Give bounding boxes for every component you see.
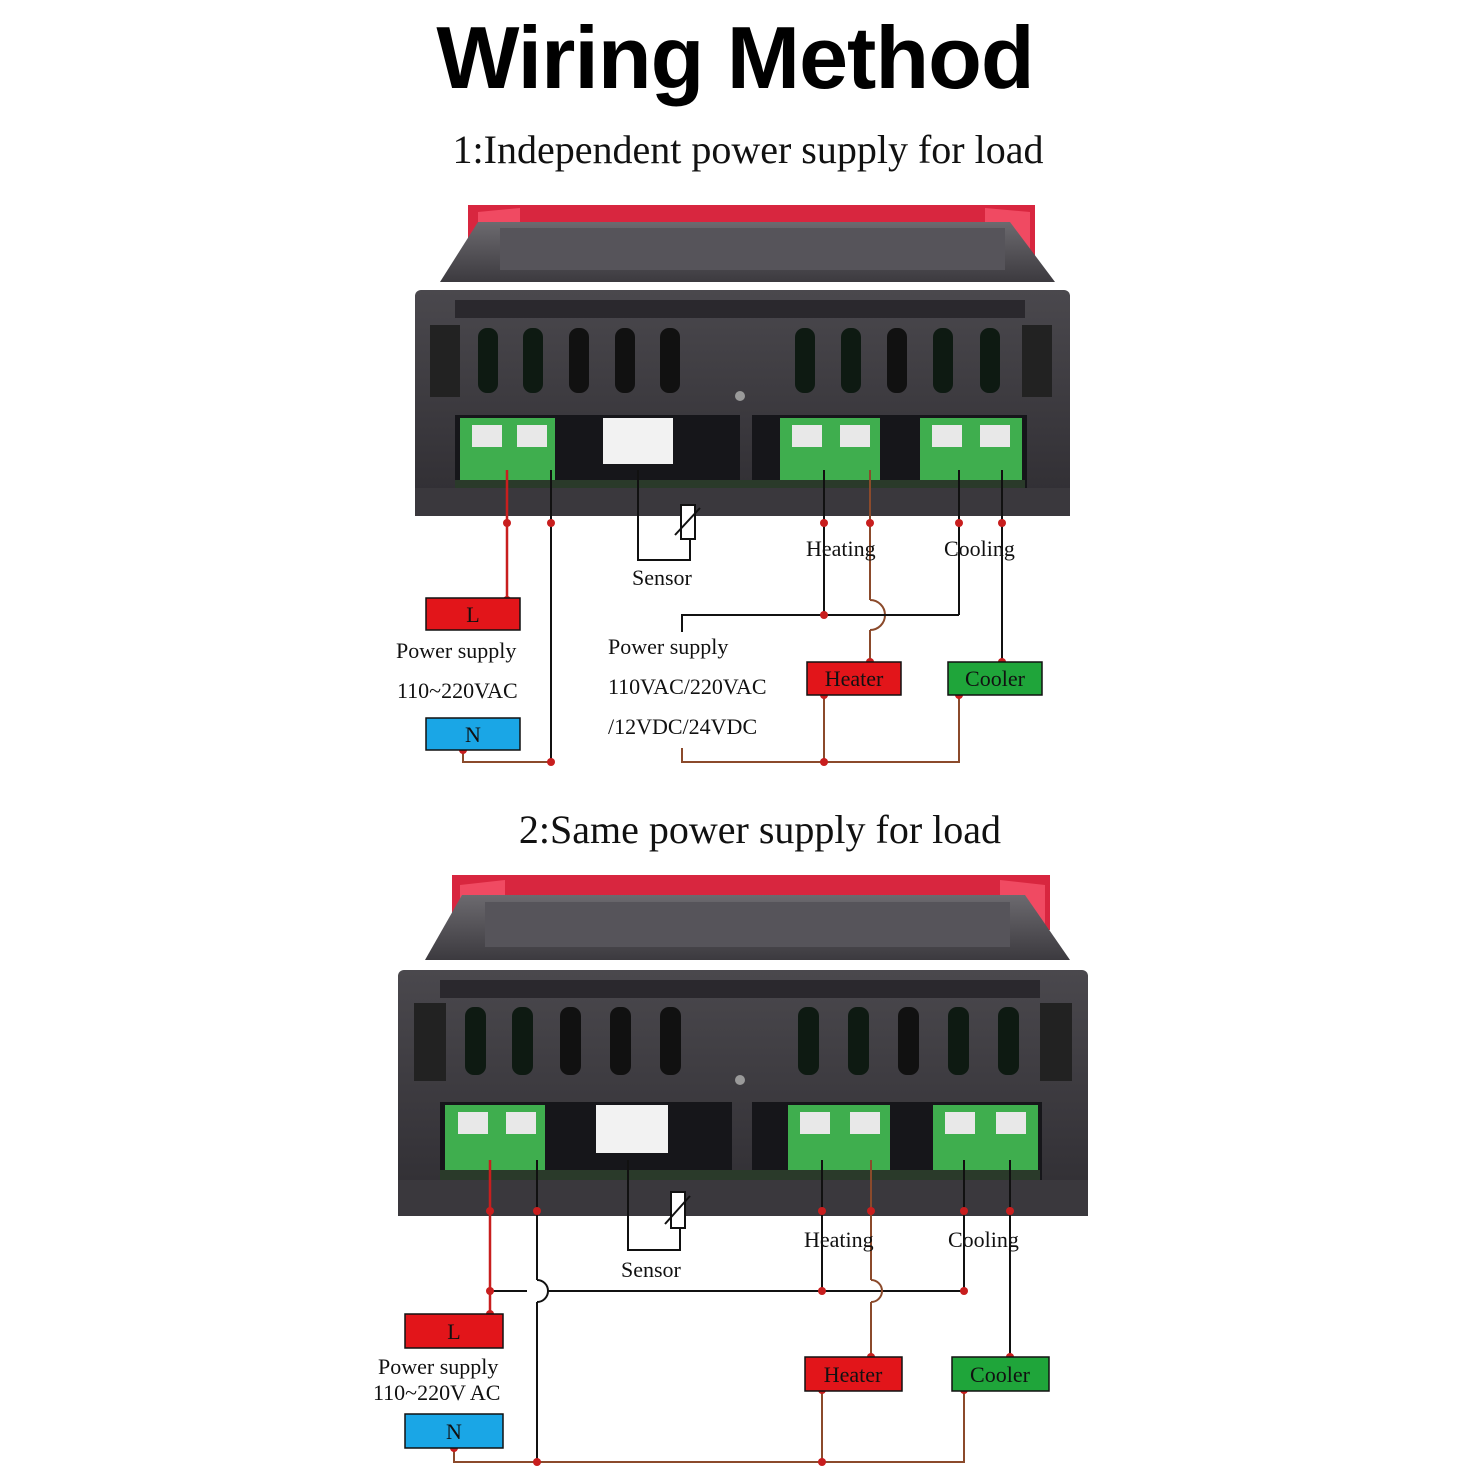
section-2-heading: 2:Same power supply for load (519, 807, 1001, 852)
terminal-blocks-2 (445, 1105, 1038, 1170)
terminal-blocks-1 (460, 418, 1022, 480)
heater-label-2: Heater (824, 1362, 883, 1387)
cooling-label-1: Cooling (944, 536, 1015, 561)
controller-device-1 (415, 205, 1070, 516)
controller-device-2 (398, 875, 1088, 1216)
heating-label-1: Heating (806, 536, 876, 561)
sensor-connector-2 (596, 1105, 668, 1153)
load-power-supply-label-1: Power supply (608, 634, 728, 659)
heater-box-2 (804, 1356, 903, 1392)
cooling-label-2: Cooling (948, 1227, 1019, 1252)
vent-slots-1 (430, 325, 1052, 397)
cooler-box-2 (951, 1356, 1050, 1392)
neutral-label-1: N (465, 722, 481, 747)
power-supply-label-2: Power supply (378, 1354, 498, 1379)
section-1: 1:Independent power supply for load (396, 127, 1070, 766)
cooler-box-1 (947, 661, 1043, 696)
section-1-heading: 1:Independent power supply for load (453, 127, 1044, 172)
heater-box-1 (806, 661, 902, 696)
cooler-label-2: Cooler (970, 1362, 1031, 1387)
heater-label-1: Heater (825, 666, 884, 691)
section-2: 2:Same power supply for load (373, 807, 1088, 1466)
live-terminal-1 (425, 597, 521, 631)
power-supply-label-1: Power supply (396, 638, 516, 663)
vent-slots-2 (414, 1003, 1072, 1081)
mains-voltage-label-2: 110~220V AC (373, 1380, 500, 1405)
live-label-1: L (466, 602, 479, 627)
neutral-terminal-1 (425, 717, 521, 751)
page-title: Wiring Method (436, 8, 1034, 107)
live-label-2: L (447, 1319, 460, 1344)
sensor-connector-1 (603, 418, 673, 464)
sensor-label-1: Sensor (632, 565, 693, 590)
load-voltage-label-a: 110VAC/220VAC (608, 674, 767, 699)
neutral-label-2: N (446, 1419, 462, 1444)
load-voltage-label-b: /12VDC/24VDC (608, 714, 757, 739)
neutral-terminal-2 (404, 1413, 504, 1449)
sensor-label-2: Sensor (621, 1257, 682, 1282)
cooler-label-1: Cooler (965, 666, 1026, 691)
mains-voltage-label-1: 110~220VAC (397, 678, 518, 703)
live-terminal-2 (404, 1313, 504, 1349)
heating-label-2: Heating (804, 1227, 874, 1252)
